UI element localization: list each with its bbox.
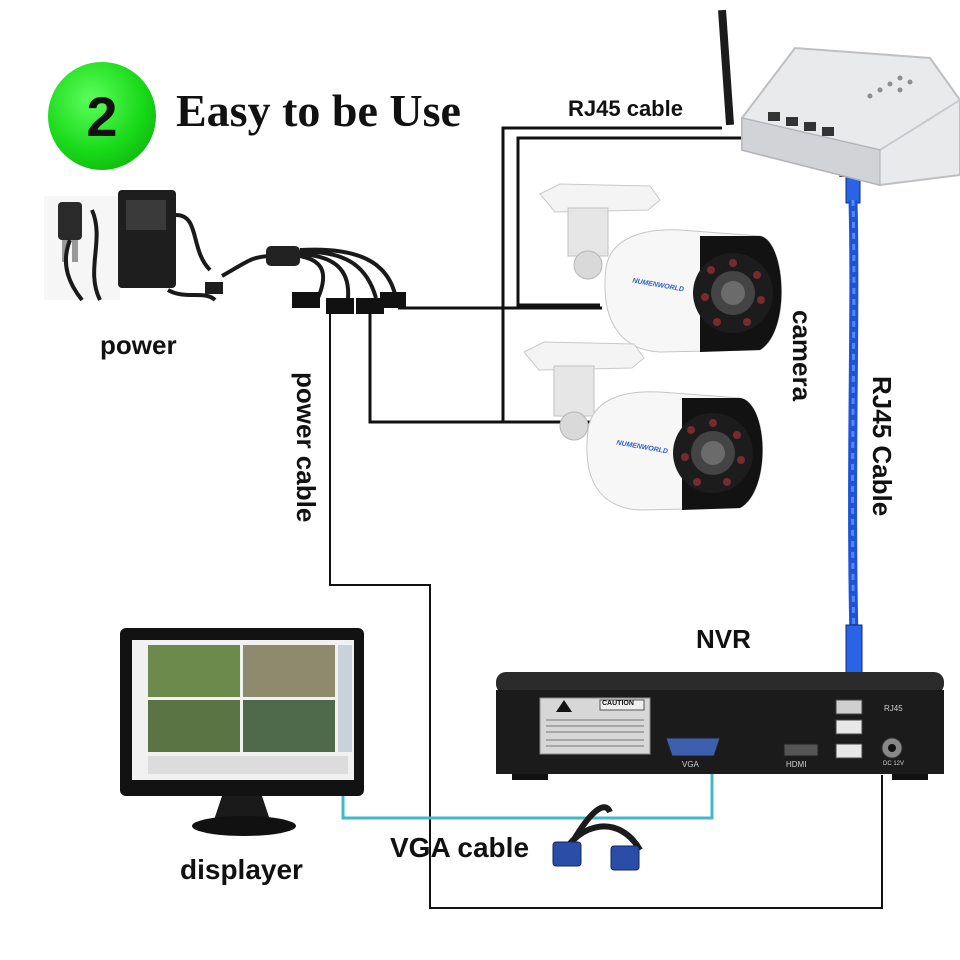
camera-label: camera (787, 310, 817, 402)
nvr-dc-port-label: DC 12V (883, 761, 905, 767)
power-adapter (44, 190, 223, 302)
router-illustration (718, 9, 960, 187)
nvr-hdmi-port-label: HDMI (786, 760, 807, 769)
nvr-device (496, 672, 944, 780)
page-title: Easy to be Use (176, 85, 461, 136)
power-cable-to-nvr (329, 312, 883, 909)
rj45-cable-top-label: RJ45 cable (568, 96, 683, 121)
step-number-badge: 2 (48, 62, 156, 170)
nvr-caution-text: CAUTION (602, 700, 634, 707)
nvr-rj45-port-label: RJ45 (884, 704, 903, 713)
nvr-label: NVR (696, 624, 751, 654)
camera-bottom (523, 341, 763, 511)
power-splitter (221, 246, 406, 314)
monitor-displayer (120, 628, 364, 836)
step-number: 2 (86, 84, 118, 148)
rj45-blue-cable (842, 174, 866, 698)
rj45-cable-vertical-label: RJ45 Cable (867, 376, 897, 517)
vga-cable-label: VGA cable (390, 832, 530, 863)
rj45-wire-camera-2 (516, 136, 742, 307)
vga-cable-plugs (552, 804, 643, 871)
power-label: power (100, 330, 177, 360)
nvr-vga-port-label: VGA (682, 760, 699, 769)
camera-top (539, 183, 782, 353)
power-cable-label: power cable (291, 372, 321, 523)
displayer-label: displayer (180, 854, 303, 885)
